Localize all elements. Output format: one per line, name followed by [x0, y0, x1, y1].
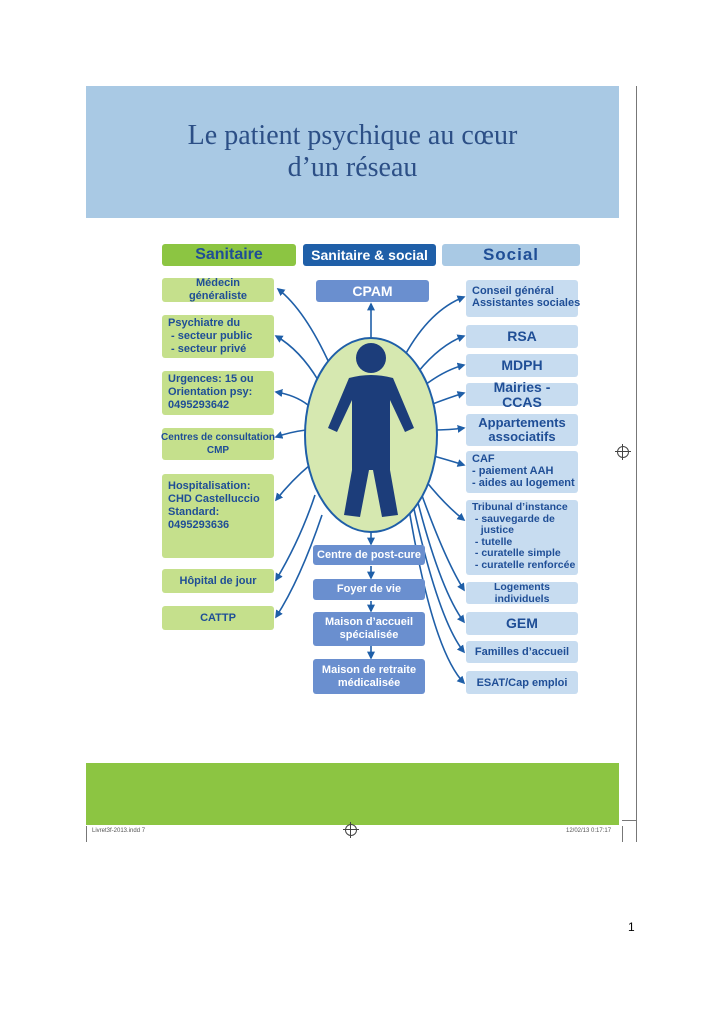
connector-arrows: [274, 288, 466, 685]
page-number: 1: [628, 920, 635, 934]
column-header-sanitaire-social: Sanitaire & social: [303, 244, 436, 266]
box-text: RSA: [507, 328, 537, 344]
box-text: Tribunal d’instance: [472, 501, 568, 513]
box-text: Médecin généraliste: [188, 277, 248, 302]
box-text: CATTP: [200, 611, 236, 624]
box-maison-retraite-medicalisee: Maison de retraite médicalisée: [313, 659, 425, 694]
box-text: Urgences: 15 ou: [168, 373, 254, 385]
title-line-2: d’un réseau: [287, 152, 418, 183]
box-centre-post-cure: Centre de post-cure: [313, 545, 425, 565]
box-psychiatre: Psychiatre du - secteur public - secteur…: [162, 315, 274, 358]
box-text: médicalisée: [337, 676, 401, 689]
column-header-sanitaire: Sanitaire: [162, 244, 296, 266]
box-text: - aides au logement: [472, 477, 575, 489]
box-appartements-associatifs: Appartements associatifs: [466, 414, 578, 446]
box-tribunal-instance: Tribunal d’instance - sauvegarde de just…: [466, 500, 578, 575]
column-header-social: Social: [442, 244, 580, 266]
header-band: [86, 86, 619, 218]
box-text: CAF: [472, 453, 495, 465]
crop-mark: [622, 826, 623, 842]
box-gem: GEM: [466, 612, 578, 635]
box-medecin-generaliste: Médecin généraliste: [162, 277, 274, 302]
box-text: Assistantes sociales: [472, 297, 581, 309]
box-text: 0495293642: [168, 399, 230, 411]
box-text: Maison d’accueil: [324, 616, 414, 628]
box-text: - curatelle simple: [472, 547, 561, 559]
registration-mark-icon: [615, 444, 631, 460]
box-text: Familles d’accueil: [474, 646, 570, 658]
box-familles-accueil: Familles d’accueil: [466, 641, 578, 663]
box-foyer-de-vie: Foyer de vie: [313, 579, 425, 600]
box-centres-consultation: Centres de consultation CMP: [161, 428, 275, 460]
box-text: CPAM: [352, 282, 393, 299]
box-esat-cap-emploi: ESAT/Cap emploi: [466, 671, 578, 694]
box-text: Hôpital de jour: [179, 574, 257, 587]
box-cattp: CATTP: [162, 606, 274, 630]
box-text: 0495293636: [168, 519, 230, 531]
box-text: CHD Castelluccio: [168, 493, 260, 505]
box-maison-accueil-specialisee: Maison d’accueil spécialisée: [313, 612, 425, 646]
box-mdph: MDPH: [466, 354, 578, 377]
box-conseil-general: Conseil général Assistantes sociales: [466, 280, 581, 317]
box-text: associatifs: [488, 429, 556, 444]
box-hospitalisation: Hospitalisation: CHD Castelluccio Standa…: [162, 474, 274, 558]
box-text: - sauvegarde de: [472, 512, 555, 525]
box-text: Mairies - CCAS: [493, 378, 551, 410]
box-text: Logements individuels: [493, 581, 550, 605]
box-text: CMP: [206, 445, 230, 456]
box-hopital-de-jour: Hôpital de jour: [162, 569, 274, 593]
box-text: MDPH: [501, 357, 543, 373]
box-text: Centres de consultation: [161, 432, 275, 443]
title-line-1: Le patient psychique au cœur: [187, 120, 518, 151]
box-text: - paiement AAH: [472, 465, 554, 477]
page-title: Le patient psychique au cœur d’un réseau: [86, 120, 619, 184]
crop-line-vertical: [636, 86, 637, 842]
box-text: spécialisée: [339, 629, 399, 641]
box-text: Psychiatre du: [168, 317, 241, 329]
box-text: - curatelle renforcée: [472, 558, 576, 571]
box-text: ESAT/Cap emploi: [476, 676, 568, 689]
box-text: Standard:: [168, 506, 220, 518]
slug-left: Livret3f-2013.indd 7: [92, 828, 146, 834]
box-logements-individuels: Logements individuels: [466, 581, 578, 605]
box-mairies-ccas: Mairies - CCAS: [466, 379, 578, 409]
box-text: Hospitalisation:: [168, 480, 251, 492]
box-text: - tutelle: [472, 535, 513, 548]
box-text: Foyer de vie: [336, 583, 402, 595]
box-urgences: Urgences: 15 ou Orientation psy: 0495293…: [162, 371, 274, 415]
patient-figure-icon: [328, 343, 414, 517]
box-text: GEM: [506, 615, 538, 631]
crop-mark: [86, 826, 87, 842]
box-text: justice: [472, 524, 515, 536]
box-caf: CAF - paiement AAH - aides au logement: [466, 451, 578, 493]
registration-mark-icon: [343, 822, 359, 838]
box-text: Appartements: [478, 415, 566, 430]
footer-band: [86, 763, 619, 825]
box-text: Conseil général: [472, 285, 554, 297]
box-cpam: CPAM: [316, 280, 429, 302]
box-text: - secteur privé: [168, 343, 247, 355]
box-text: Orientation psy:: [168, 386, 253, 398]
box-rsa: RSA: [466, 325, 578, 348]
crop-mark: [622, 820, 636, 821]
box-text: Maison de retraite: [321, 663, 417, 676]
box-text: Centre de post-cure: [317, 548, 421, 561]
slug-right: 12/02/13 0:17:17: [566, 828, 612, 834]
box-text: - secteur public: [168, 330, 253, 342]
